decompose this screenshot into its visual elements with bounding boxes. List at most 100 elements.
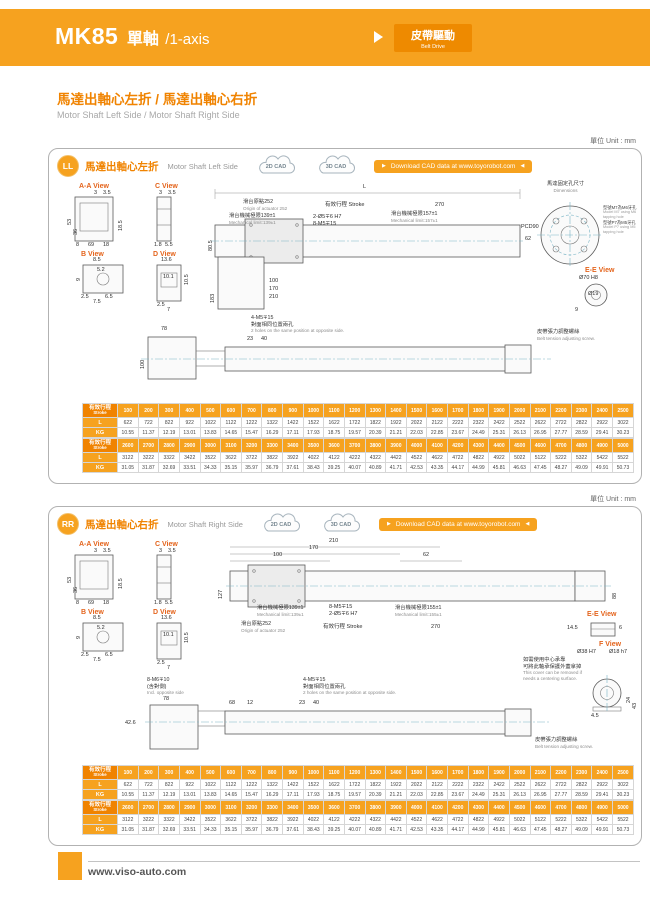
holes4-en: 2 holes on the same position at opposite…	[251, 328, 345, 334]
download-cad-banner[interactable]: ▶ Download CAD data at www.toyorobot.com…	[373, 159, 533, 173]
l-value-cell: 3422	[178, 814, 201, 825]
stroke-value-cell: 2400	[591, 403, 613, 418]
dim-label: 270	[431, 624, 441, 630]
cover-en-2: needs a centering surface.	[523, 675, 578, 681]
hole-callout: 8-M5∓15	[329, 604, 353, 610]
l-value-cell: 2522	[508, 417, 531, 428]
l-value-cell: 2022	[405, 417, 428, 428]
rr-badge: RR	[57, 513, 79, 535]
stroke-value-cell: 1300	[364, 403, 387, 418]
panel-title-en: Motor Shaft Left Side	[167, 161, 238, 171]
dim-label: 2.5	[81, 294, 89, 300]
stroke-value-cell: 2600	[117, 438, 139, 453]
motor-mount-en: Dimensions	[553, 187, 578, 193]
l-value-cell: 4522	[405, 814, 428, 825]
p7-note-zh: 型號P7為M5牙孔	[603, 219, 636, 225]
section-title: 馬達出軸心左折 / 馬達出軸心右折 Motor Shaft Left Side …	[57, 88, 257, 120]
stroke-value-cell: 3000	[199, 800, 222, 815]
dim-label: Ø70 H8	[579, 275, 598, 281]
kg-value-cell: 23.67	[447, 789, 469, 800]
dim-label: 69	[88, 600, 95, 606]
l-value-cell: 2722	[550, 417, 572, 428]
dim-label: 3.5	[168, 548, 176, 554]
kg-value-cell: 40.89	[364, 462, 387, 473]
cad-2d-download-icon[interactable]: 2D CAD	[254, 155, 298, 177]
dim-label: 12	[247, 700, 254, 706]
stroke-value-cell: 4800	[570, 438, 593, 453]
stroke-value-cell: 100	[117, 765, 139, 780]
stroke-value-cell: 2500	[612, 765, 634, 780]
l-value-cell: 1822	[364, 417, 387, 428]
l-value-cell: 5022	[508, 452, 531, 463]
download-banner-text: Download CAD data at www.toyorobot.com	[395, 520, 521, 528]
belt-en: Belt tension adjusting screw.	[535, 743, 593, 749]
stroke-value-cell: 2000	[508, 765, 531, 780]
l-value-cell: 3222	[137, 814, 160, 825]
dim-label: 13.6	[161, 615, 172, 621]
stroke-value-cell: 2500	[612, 403, 634, 418]
kg-value-cell: 44.17	[447, 462, 469, 473]
stroke-value-cell: 400	[178, 403, 201, 418]
kg-value-cell: 22.03	[405, 789, 428, 800]
l-value-cell: 622	[117, 779, 139, 790]
motor-mount-annotation: 馬達固定孔尺寸 Dimensions	[547, 181, 584, 193]
footer-url[interactable]: www.viso-auto.com	[88, 866, 187, 878]
l-value-cell: 1122	[220, 779, 242, 790]
panel-right-header: RR 馬達出軸心右折 Motor Shaft Right Side 2D CAD…	[49, 507, 641, 537]
dim-label: 9	[76, 277, 82, 281]
stroke-value-cell: 4200	[447, 800, 469, 815]
p7-note-en: Model P7 using M5 tapping hole	[603, 225, 636, 234]
stroke-value-cell: 4400	[488, 800, 510, 815]
stroke-value-cell: 1900	[488, 765, 510, 780]
stroke-value-cell: 600	[220, 403, 242, 418]
kg-value-cell: 31.05	[117, 462, 139, 473]
dim-label: 5.2	[97, 267, 105, 273]
stroke-value-cell: 3400	[282, 800, 304, 815]
belt-tension-annotation: 皮帶張力調整螺絲 Belt tension adjusting screw.	[537, 329, 595, 341]
pcd-label: PCD90	[521, 224, 539, 230]
footer-orange-square	[58, 852, 82, 880]
l-value-cell: 1222	[240, 417, 263, 428]
stroke-value-cell: 2700	[137, 800, 160, 815]
kg-value-cell: 31.05	[117, 824, 139, 835]
l-label-cell: L	[82, 814, 118, 825]
kg-value-cell: 39.25	[323, 824, 345, 835]
belt-tension-annotation: 皮帶張力調整螺絲 Belt tension adjusting screw.	[535, 737, 593, 749]
aa-view-drawing	[74, 196, 114, 242]
cad-3d-download-icon[interactable]: 3D CAD	[319, 513, 363, 535]
c-view-label: C View	[155, 183, 178, 190]
panel-left-header: LL 馬達出軸心左折 Motor Shaft Left Side 2D CAD …	[49, 149, 641, 179]
cad-2d-download-icon[interactable]: 2D CAD	[259, 513, 303, 535]
download-cad-banner[interactable]: ▶ Download CAD data at www.toyorobot.com…	[378, 517, 538, 531]
stroke-value-cell: 4400	[488, 438, 510, 453]
kg-value-cell: 20.39	[364, 427, 387, 438]
dim-label: 3	[94, 190, 98, 196]
kg-value-cell: 22.85	[426, 427, 448, 438]
cover-zh-1: 如需使用中心承靠	[523, 657, 566, 663]
dim-label: 6	[619, 625, 623, 631]
l-value-cell: 1322	[261, 779, 283, 790]
kg-value-cell: 18.75	[323, 789, 345, 800]
stroke-value-cell: 200	[137, 403, 160, 418]
kg-value-cell: 44.99	[467, 824, 490, 835]
mech155-zh: 滑台機械極限155±1	[395, 605, 442, 611]
dim-label: 69	[88, 242, 95, 248]
l-value-cell: 2822	[570, 417, 593, 428]
stroke-value-cell: 2300	[570, 403, 593, 418]
l-value-cell: 5222	[550, 814, 572, 825]
mech139-zh: 滑台機械極限139±1	[229, 213, 276, 219]
mech-limit-157-annotation: 滑台機械極限157±1 Mechanical limit:157±1	[391, 211, 438, 223]
panel-title-en: Motor Shaft Right Side	[167, 519, 243, 529]
cad-3d-download-icon[interactable]: 3D CAD	[314, 155, 358, 177]
l-value-cell: 3822	[261, 814, 283, 825]
l-value-cell: 1922	[385, 417, 407, 428]
dim-label: 183	[210, 293, 216, 303]
dim-label: 7	[167, 665, 171, 671]
dim-label: 18	[103, 600, 110, 606]
l-value-cell: 3722	[240, 452, 263, 463]
kg-value-cell: 24.49	[467, 789, 490, 800]
holes4-callout: 4-M5∓15	[303, 677, 326, 683]
origin-annotation: 滑台原點252 Origin of actuator 252	[241, 621, 285, 633]
